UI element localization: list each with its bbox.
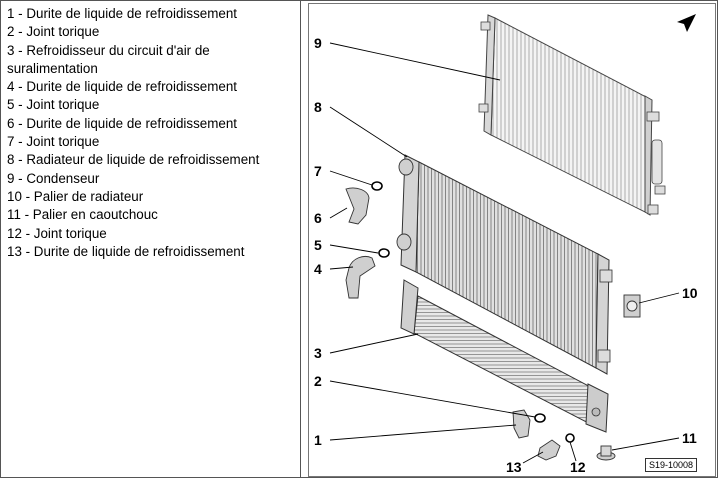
legend-item-12: 12 - Joint torique — [7, 225, 107, 241]
legend-item-3: 3 - Refroidisseur du circuit d'air de su… — [7, 42, 210, 76]
legend-item-7: 7 - Joint torique — [7, 134, 100, 150]
callout-13: 13 — [506, 459, 522, 475]
leader-13 — [522, 451, 544, 464]
callout-8: 8 — [314, 99, 322, 115]
hose-6-part — [345, 187, 370, 225]
o-ring-5 — [378, 248, 390, 258]
leader-12 — [569, 441, 577, 462]
callout-6: 6 — [314, 210, 322, 226]
callout-12: 12 — [570, 459, 586, 475]
legend-item-9: 9 - Condenseur — [7, 170, 100, 186]
figure-reference: S19-10008 — [645, 458, 697, 472]
legend-item-10: 10 - Palier de radiateur — [7, 188, 144, 204]
legend-item-1: 1 - Durite de liquide de refroidissement — [7, 6, 237, 21]
leader-10 — [638, 292, 680, 304]
leader-11 — [611, 437, 680, 451]
callout-3: 3 — [314, 345, 322, 361]
callout-7: 7 — [314, 163, 322, 179]
callout-10: 10 — [682, 285, 698, 301]
orientation-arrow-icon — [677, 14, 696, 32]
legend-item-2: 2 - Joint torique — [7, 24, 100, 40]
legend-item-6: 6 - Durite de liquide de refroidissement — [7, 115, 237, 131]
legend-item-13: 13 - Durite de liquide de refroidissemen… — [7, 243, 245, 259]
hose-1-part — [512, 409, 531, 439]
leader-5 — [329, 244, 379, 254]
radiator-bracket-part — [623, 294, 641, 318]
leader-3 — [329, 333, 419, 354]
column-divider — [300, 0, 301, 478]
o-ring-2 — [534, 413, 546, 423]
legend-item-4: 4 - Durite de liquide de refroidissement — [7, 79, 237, 95]
rubber-mount-part — [596, 445, 616, 461]
leader-7 — [329, 170, 373, 186]
callout-9: 9 — [314, 35, 322, 51]
leader-4 — [329, 266, 354, 270]
leader-1 — [329, 424, 517, 441]
callout-11: 11 — [682, 430, 697, 446]
callout-1: 1 — [314, 432, 322, 448]
o-ring-12 — [565, 433, 575, 443]
legend-item-8: 8 - Radiateur de liquide de refroidissem… — [7, 152, 260, 168]
radiator-part — [396, 154, 613, 375]
leader-9 — [329, 42, 501, 81]
legend-item-5: 5 - Joint torique — [7, 97, 100, 113]
callout-4: 4 — [314, 261, 322, 277]
hose-13-part — [537, 439, 561, 461]
condenser-part — [478, 14, 666, 216]
callout-5: 5 — [314, 237, 322, 253]
legend-item-11: 11 - Palier en caoutchouc — [7, 207, 158, 223]
leader-2 — [329, 380, 536, 418]
parts-legend: 1 - Durite de liquide de refroidissement… — [7, 5, 297, 261]
leader-6 — [329, 207, 348, 219]
callout-2: 2 — [314, 373, 322, 389]
o-ring-7 — [371, 181, 383, 191]
charge-air-cooler-part — [400, 279, 609, 433]
leader-8 — [329, 106, 408, 158]
hose-4-part — [345, 256, 376, 299]
